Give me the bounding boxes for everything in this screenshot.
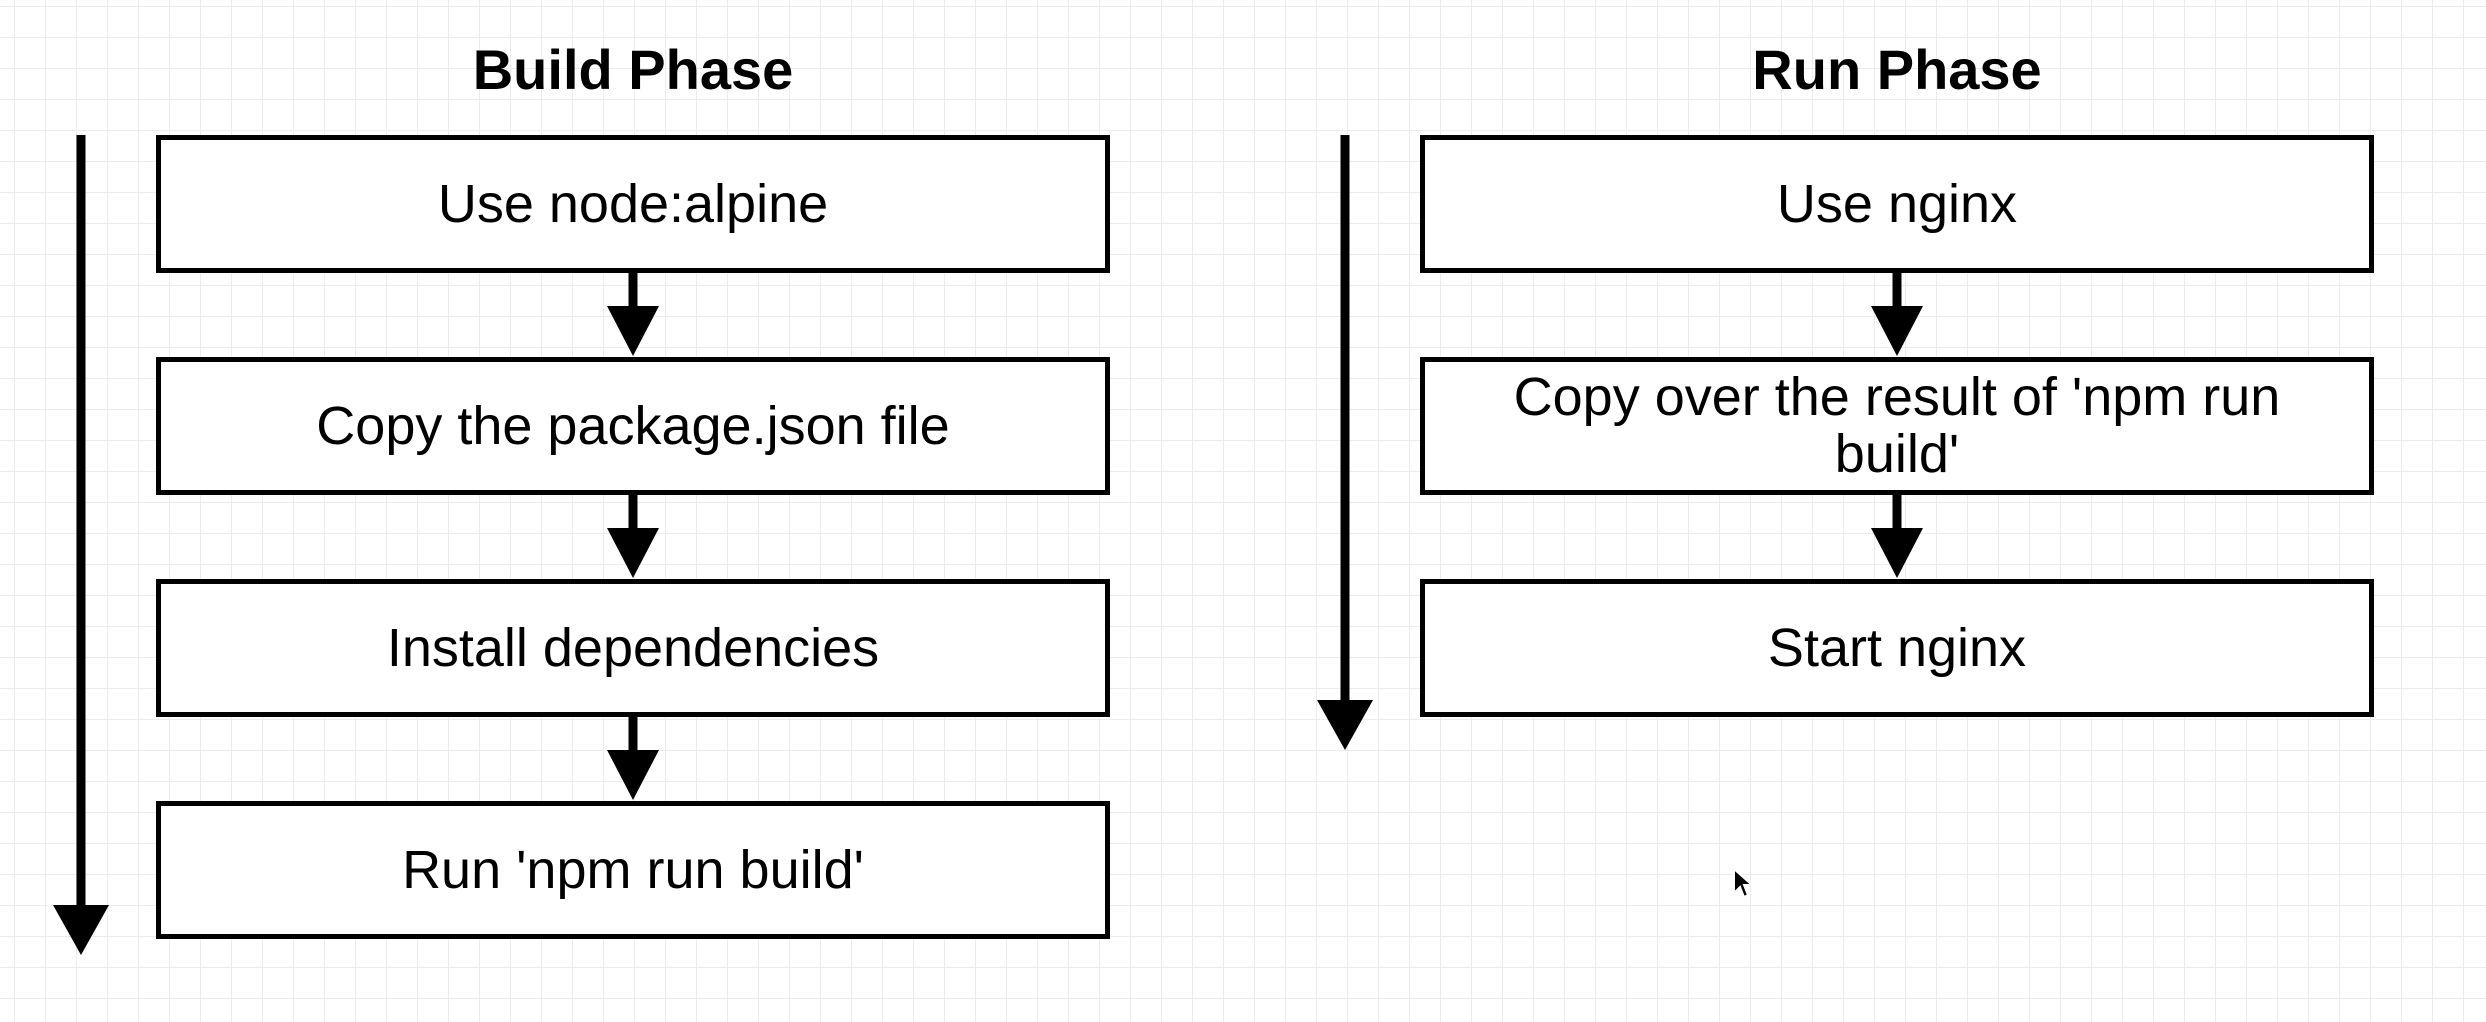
run-step-use-nginx: Use nginx	[1420, 135, 2374, 273]
run-phase-flow-arrow	[1317, 135, 1373, 750]
run-connector-arrow-1	[1871, 272, 1923, 356]
build-step-install-dependencies: Install dependencies	[156, 579, 1110, 717]
build-connector-arrow-1	[607, 272, 659, 356]
run-step-start-nginx: Start nginx	[1420, 579, 2374, 717]
run-step-copy-build-result: Copy over the result of 'npm run build'	[1420, 357, 2374, 495]
build-connector-arrow-2	[607, 494, 659, 578]
build-phase-title: Build Phase	[472, 38, 794, 101]
build-step-use-node-alpine: Use node:alpine	[156, 135, 1110, 273]
build-phase-flow-arrow	[53, 135, 109, 955]
run-connector-arrow-2	[1871, 494, 1923, 578]
build-step-run-npm-build: Run 'npm run build'	[156, 801, 1110, 939]
build-step-copy-package-json: Copy the package.json file	[156, 357, 1110, 495]
mouse-cursor-icon	[1733, 867, 1754, 899]
build-connector-arrow-3	[607, 716, 659, 800]
run-phase-title: Run Phase	[1752, 38, 2042, 101]
